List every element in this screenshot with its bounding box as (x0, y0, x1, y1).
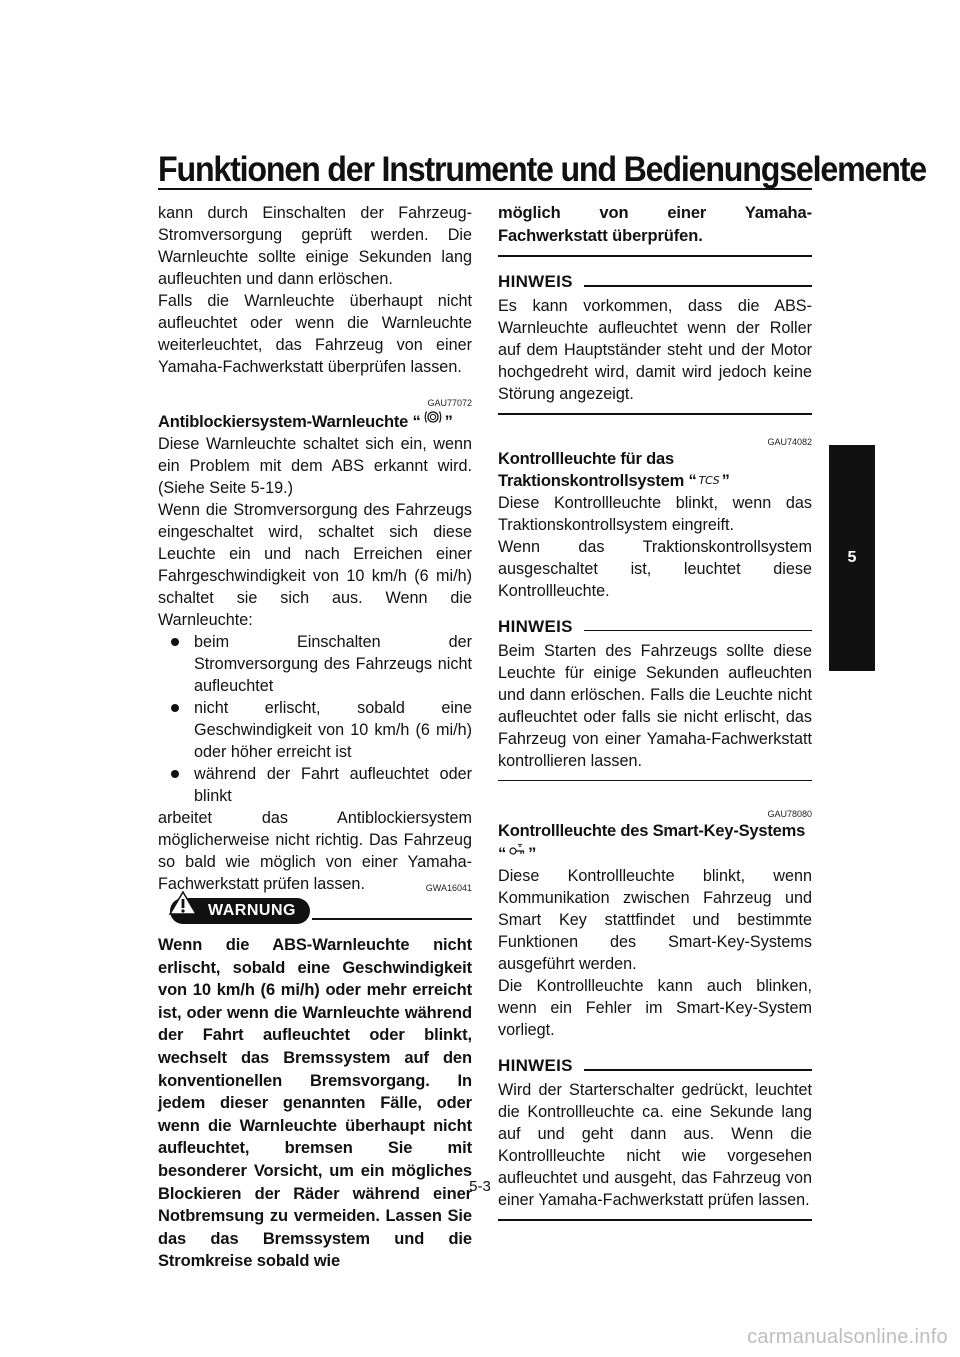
note-2-rule (584, 629, 812, 632)
left-column: kann durch Einschalten der Fahrzeug-Stro… (158, 202, 472, 1273)
tcs-heading: Kontrollleuchte für das Traktionskontrol… (498, 449, 730, 490)
note-1-text: Es kann vorkommen, dass die ABS-Warnleuc… (498, 297, 812, 404)
abs-paragraph-2: Wenn die Stromversorgung des Fahrzeugs e… (158, 501, 472, 629)
note-1-end-rule (498, 413, 812, 415)
warning-rule (312, 918, 472, 920)
smart-key-symbol-icon (508, 842, 526, 864)
title-rule (158, 188, 812, 190)
tcs-paragraph-2: Wenn das Traktionskontrollsystem ausgesc… (498, 537, 812, 600)
chapter-tab: 5 (829, 445, 875, 671)
abs-paragraph-1: Diese Warnleuchte schaltet sich ein, wen… (158, 435, 472, 497)
right-column: möglich von einer Yamaha-Fachwerkstatt ü… (498, 202, 812, 1221)
note-2-end-rule (498, 779, 812, 782)
note-3-end-rule (498, 1219, 812, 1221)
warning-label: WARNUNG (208, 902, 296, 919)
note-3-head: HINWEIS (498, 1055, 812, 1079)
warning-label-box: WARNUNG (158, 890, 472, 924)
warning-triangle-icon (168, 890, 198, 915)
warning-text: Wenn die ABS-Warnleuchte nicht erlischt,… (158, 936, 472, 1271)
bullet-icon (171, 770, 179, 778)
note-2-label: HINWEIS (498, 616, 573, 636)
tcs-paragraph-1: Diese Kontrollleuchte blinkt, wenn das T… (498, 493, 812, 534)
watermark: carmanualsonline.info (747, 1326, 948, 1348)
tcs-section-code: GAU74082 (767, 436, 812, 447)
note-3-rule (584, 1069, 812, 1071)
tcs-heading-text: Kontrollleuchte für das Traktionskontrol… (498, 449, 685, 490)
page-number: 5-3 (469, 1178, 491, 1195)
note-2-text: Beim Starten des Fahrzeugs sollte diese … (498, 641, 812, 770)
abs-warning-symbol-icon (423, 409, 443, 432)
bullet-icon (171, 704, 179, 712)
tcs-symbol-icon: TCS (698, 473, 720, 487)
page-title: Funktionen der Instrumente und Bedienung… (158, 150, 927, 189)
list-item: während der Fahrt aufleuchtet oder blink… (158, 763, 472, 807)
bullet-icon (171, 638, 179, 646)
intro-paragraph-2: Falls die Warnleuchte überhaupt nicht au… (158, 292, 472, 376)
list-item: beim Einschalten der Stromversorgung des… (158, 631, 472, 697)
note-3-label: HINWEIS (498, 1056, 573, 1076)
smartkey-heading: Kontrollleuchte des Smart-Key-Systems“” (498, 822, 806, 864)
note-3-text: Wird der Starterschalter gedrückt, leuch… (498, 1081, 812, 1210)
abs-bullet-list: beim Einschalten der Stromversorgung des… (158, 631, 472, 807)
abs-after-bullets: arbeitet das Antiblockiersystem mögliche… (158, 809, 472, 893)
abs-heading-text: Antiblockiersystem-Warnleuchte (158, 413, 409, 431)
abs-heading: Antiblockiersystem-Warnleuchte “” (158, 409, 472, 433)
intro-paragraph-1: kann durch Einschalten der Fahrzeug-Stro… (158, 204, 472, 288)
smartkey-heading-text: Kontrollleuchte des Smart-Key-Systems (498, 822, 806, 841)
list-item: nicht erlischt, sobald eine Geschwindigk… (158, 697, 472, 763)
note-2-head: HINWEIS (498, 616, 812, 640)
warning-text-continued: möglich von einer Yamaha-Fachwerkstatt ü… (498, 204, 812, 245)
warning-pill: WARNUNG (168, 890, 310, 924)
smartkey-paragraph-2: Die Kontrollleuchte kann auch blinken, w… (498, 977, 812, 1040)
note-1-label: HINWEIS (498, 272, 573, 292)
abs-section-code: GAU77072 (427, 398, 472, 408)
smartkey-paragraph-1: Diese Kontrollleuchte blinkt, wenn Kommu… (498, 867, 812, 974)
warning-code: GWA16041 (425, 883, 472, 893)
note-1-head: HINWEIS (498, 271, 812, 295)
smartkey-section-code: GAU78080 (767, 809, 812, 820)
warning-end-rule (498, 255, 812, 258)
note-1-rule (584, 285, 812, 287)
